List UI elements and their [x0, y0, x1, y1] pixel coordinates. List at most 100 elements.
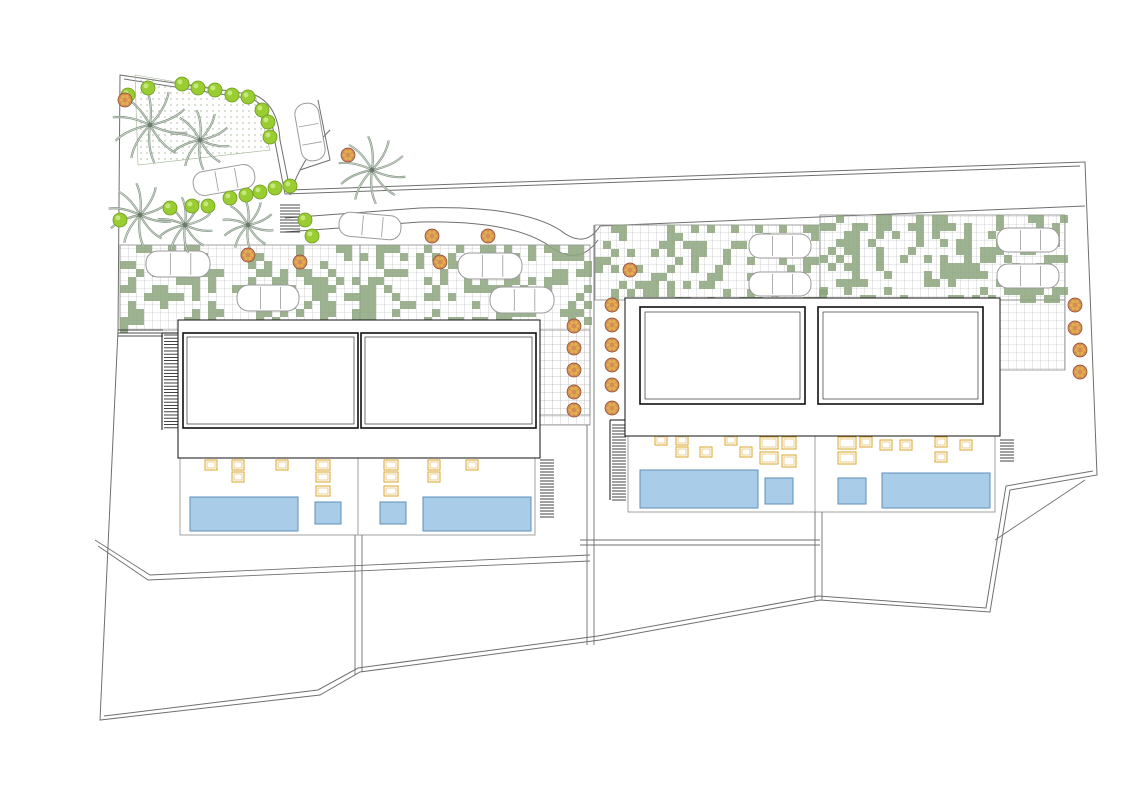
round-tree-icon — [140, 80, 156, 96]
round-tree-icon — [207, 82, 223, 98]
roof-unit-1 — [182, 332, 359, 429]
car-icon — [145, 250, 211, 278]
round-tree-icon — [297, 212, 313, 228]
sun-lounger-icon — [837, 451, 857, 465]
flower-shrub-icon — [432, 254, 448, 270]
sun-lounger-icon — [739, 446, 753, 458]
left-terraces — [179, 454, 536, 536]
round-tree-icon — [262, 129, 278, 145]
right-terraces — [627, 431, 996, 513]
palm-tree-icon — [338, 135, 406, 205]
flower-shrub-icon — [566, 362, 582, 378]
palm-tree-icon — [222, 198, 274, 252]
sun-lounger-icon — [383, 485, 399, 497]
sun-lounger-icon — [759, 436, 779, 450]
sun-lounger-icon — [315, 485, 331, 497]
round-tree-icon — [174, 76, 190, 92]
sun-lounger-icon — [759, 451, 779, 465]
sun-lounger-icon — [675, 446, 689, 458]
spa-4 — [837, 477, 867, 505]
sun-lounger-icon — [427, 471, 441, 483]
flower-shrub-icon — [622, 262, 638, 278]
round-tree-icon — [267, 180, 283, 196]
spa-3 — [764, 477, 794, 505]
sun-lounger-icon — [899, 439, 913, 451]
flower-shrub-icon — [480, 228, 496, 244]
building-right — [609, 297, 1001, 500]
car-icon — [996, 227, 1060, 253]
sun-lounger-icon — [699, 446, 713, 458]
sun-lounger-icon — [275, 459, 289, 471]
flower-shrub-icon — [1067, 297, 1083, 313]
pool-3 — [639, 469, 759, 509]
round-tree-icon — [190, 80, 206, 96]
round-tree-icon — [184, 198, 200, 214]
sun-lounger-icon — [781, 454, 797, 468]
flower-shrub-icon — [604, 337, 620, 353]
flower-shrub-icon — [340, 147, 356, 163]
car-icon — [236, 284, 300, 312]
round-tree-icon — [162, 200, 178, 216]
car-icon — [457, 252, 523, 280]
flower-shrub-icon — [566, 318, 582, 334]
sun-lounger-icon — [204, 459, 218, 471]
sun-lounger-icon — [383, 471, 399, 483]
flower-shrub-icon — [566, 340, 582, 356]
round-tree-icon — [224, 87, 240, 103]
round-tree-icon — [112, 212, 128, 228]
flower-shrub-icon — [292, 254, 308, 270]
sun-lounger-icon — [934, 451, 948, 463]
building-left — [161, 319, 541, 459]
flower-shrub-icon — [1072, 364, 1088, 380]
palm-tree-icon — [170, 109, 230, 171]
car-icon — [748, 233, 812, 259]
flower-shrub-icon — [424, 228, 440, 244]
flower-shrub-icon — [117, 92, 133, 108]
spa-2 — [379, 501, 407, 525]
car-icon — [748, 271, 812, 297]
round-tree-icon — [238, 187, 254, 203]
flower-shrub-icon — [604, 317, 620, 333]
round-tree-icon — [260, 114, 276, 130]
round-tree-icon — [282, 178, 298, 194]
sun-lounger-icon — [465, 459, 479, 471]
sun-lounger-icon — [959, 439, 973, 451]
lower-plot-lines — [94, 225, 1086, 675]
pool-1 — [189, 496, 299, 532]
round-tree-icon — [254, 102, 270, 118]
sun-lounger-icon — [383, 459, 399, 471]
round-tree-icon — [222, 190, 238, 206]
flower-shrub-icon — [1067, 320, 1083, 336]
flower-shrub-icon — [604, 377, 620, 393]
sun-lounger-icon — [315, 471, 331, 483]
flower-shrub-icon — [604, 357, 620, 373]
sun-lounger-icon — [934, 436, 948, 448]
sun-lounger-icon — [231, 459, 245, 471]
terrace-furniture — [204, 434, 973, 497]
round-tree-icon — [304, 228, 320, 244]
flower-shrub-icon — [566, 384, 582, 400]
round-tree-icon — [200, 198, 216, 214]
sun-lounger-icon — [231, 471, 245, 483]
car-icon — [338, 211, 402, 241]
sun-lounger-icon — [781, 436, 797, 450]
flower-shrub-icon — [240, 247, 256, 263]
vegetation — [108, 76, 1088, 418]
sun-lounger-icon — [879, 439, 893, 451]
pool-4 — [881, 472, 991, 509]
flower-shrub-icon — [604, 297, 620, 313]
parked-cars — [145, 102, 1060, 314]
roof-unit-3 — [639, 306, 806, 405]
car-icon — [996, 263, 1060, 289]
car-icon — [192, 164, 256, 196]
sun-lounger-icon — [859, 436, 873, 448]
flower-shrub-icon — [1072, 342, 1088, 358]
roof-unit-4 — [817, 306, 984, 405]
flower-shrub-icon — [604, 400, 620, 416]
pool-2 — [422, 496, 532, 532]
spa-1 — [314, 501, 342, 525]
roof-unit-2 — [360, 332, 537, 429]
round-tree-icon — [240, 89, 256, 105]
round-tree-icon — [252, 184, 268, 200]
